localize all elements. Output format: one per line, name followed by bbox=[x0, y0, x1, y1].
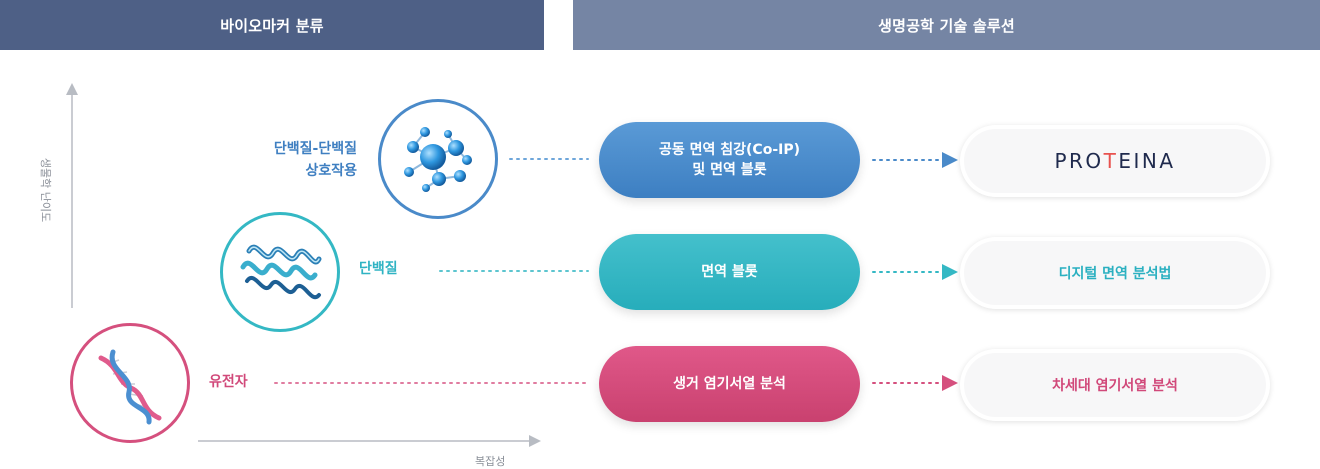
header-left-label: 바이오마커 분류 bbox=[220, 16, 324, 35]
header-biomarker-classification: 바이오마커 분류 bbox=[0, 0, 544, 50]
biomarker-label-ppi: 단백질-단백질 상호작용 bbox=[274, 138, 357, 182]
technique-co-ip-line2: 및 면역 블롯 bbox=[692, 162, 767, 178]
biomarker-circle-protein bbox=[220, 212, 340, 332]
proteina-logo: PROTEINA bbox=[1054, 149, 1175, 173]
dna-icon bbox=[98, 349, 162, 425]
protein-helix-icon bbox=[240, 244, 322, 300]
solution-digital-immunoassay-label: 디지털 면역 분석법 bbox=[1058, 266, 1172, 282]
proteina-logo-after: EINA bbox=[1118, 149, 1176, 173]
x-axis-label: 복잡성 bbox=[475, 455, 506, 468]
solution-ngs: 차세대 염기서열 분석 bbox=[960, 349, 1270, 421]
solution-proteina: PROTEINA bbox=[960, 125, 1270, 197]
biomarker-label-protein: 단백질 bbox=[359, 261, 398, 277]
header-biotech-solutions: 생명공학 기술 솔루션 bbox=[573, 0, 1320, 50]
proteina-logo-before: PRO bbox=[1054, 149, 1104, 173]
biomarker-label-ppi-line1: 단백질-단백질 bbox=[273, 141, 357, 157]
biomarker-label-ppi-line2: 상호작용 bbox=[305, 163, 357, 179]
solution-ngs-label: 차세대 염기서열 분석 bbox=[1052, 378, 1178, 394]
proteina-logo-accent: T bbox=[1103, 149, 1119, 173]
y-axis-label: 생물학 난이도 bbox=[39, 157, 52, 223]
molecule-icon bbox=[404, 127, 472, 192]
technique-immunoblot: 면역 블롯 bbox=[599, 234, 860, 310]
technique-immunoblot-label: 면역 블롯 bbox=[701, 264, 758, 280]
technique-co-ip: 공동 면역 침강(Co-IP) 및 면역 블롯 bbox=[599, 122, 860, 198]
biomarker-circle-ppi bbox=[378, 99, 498, 219]
header-right-label: 생명공학 기술 솔루션 bbox=[878, 16, 1015, 35]
technique-co-ip-line1: 공동 면역 침강(Co-IP) bbox=[659, 142, 800, 158]
solution-digital-immunoassay: 디지털 면역 분석법 bbox=[960, 237, 1270, 309]
biomarker-circle-gene bbox=[70, 323, 190, 443]
technique-sanger-label: 생거 염기서열 분석 bbox=[673, 376, 786, 392]
biomarker-label-gene: 유전자 bbox=[209, 374, 248, 390]
technique-sanger-sequencing: 생거 염기서열 분석 bbox=[599, 346, 860, 422]
